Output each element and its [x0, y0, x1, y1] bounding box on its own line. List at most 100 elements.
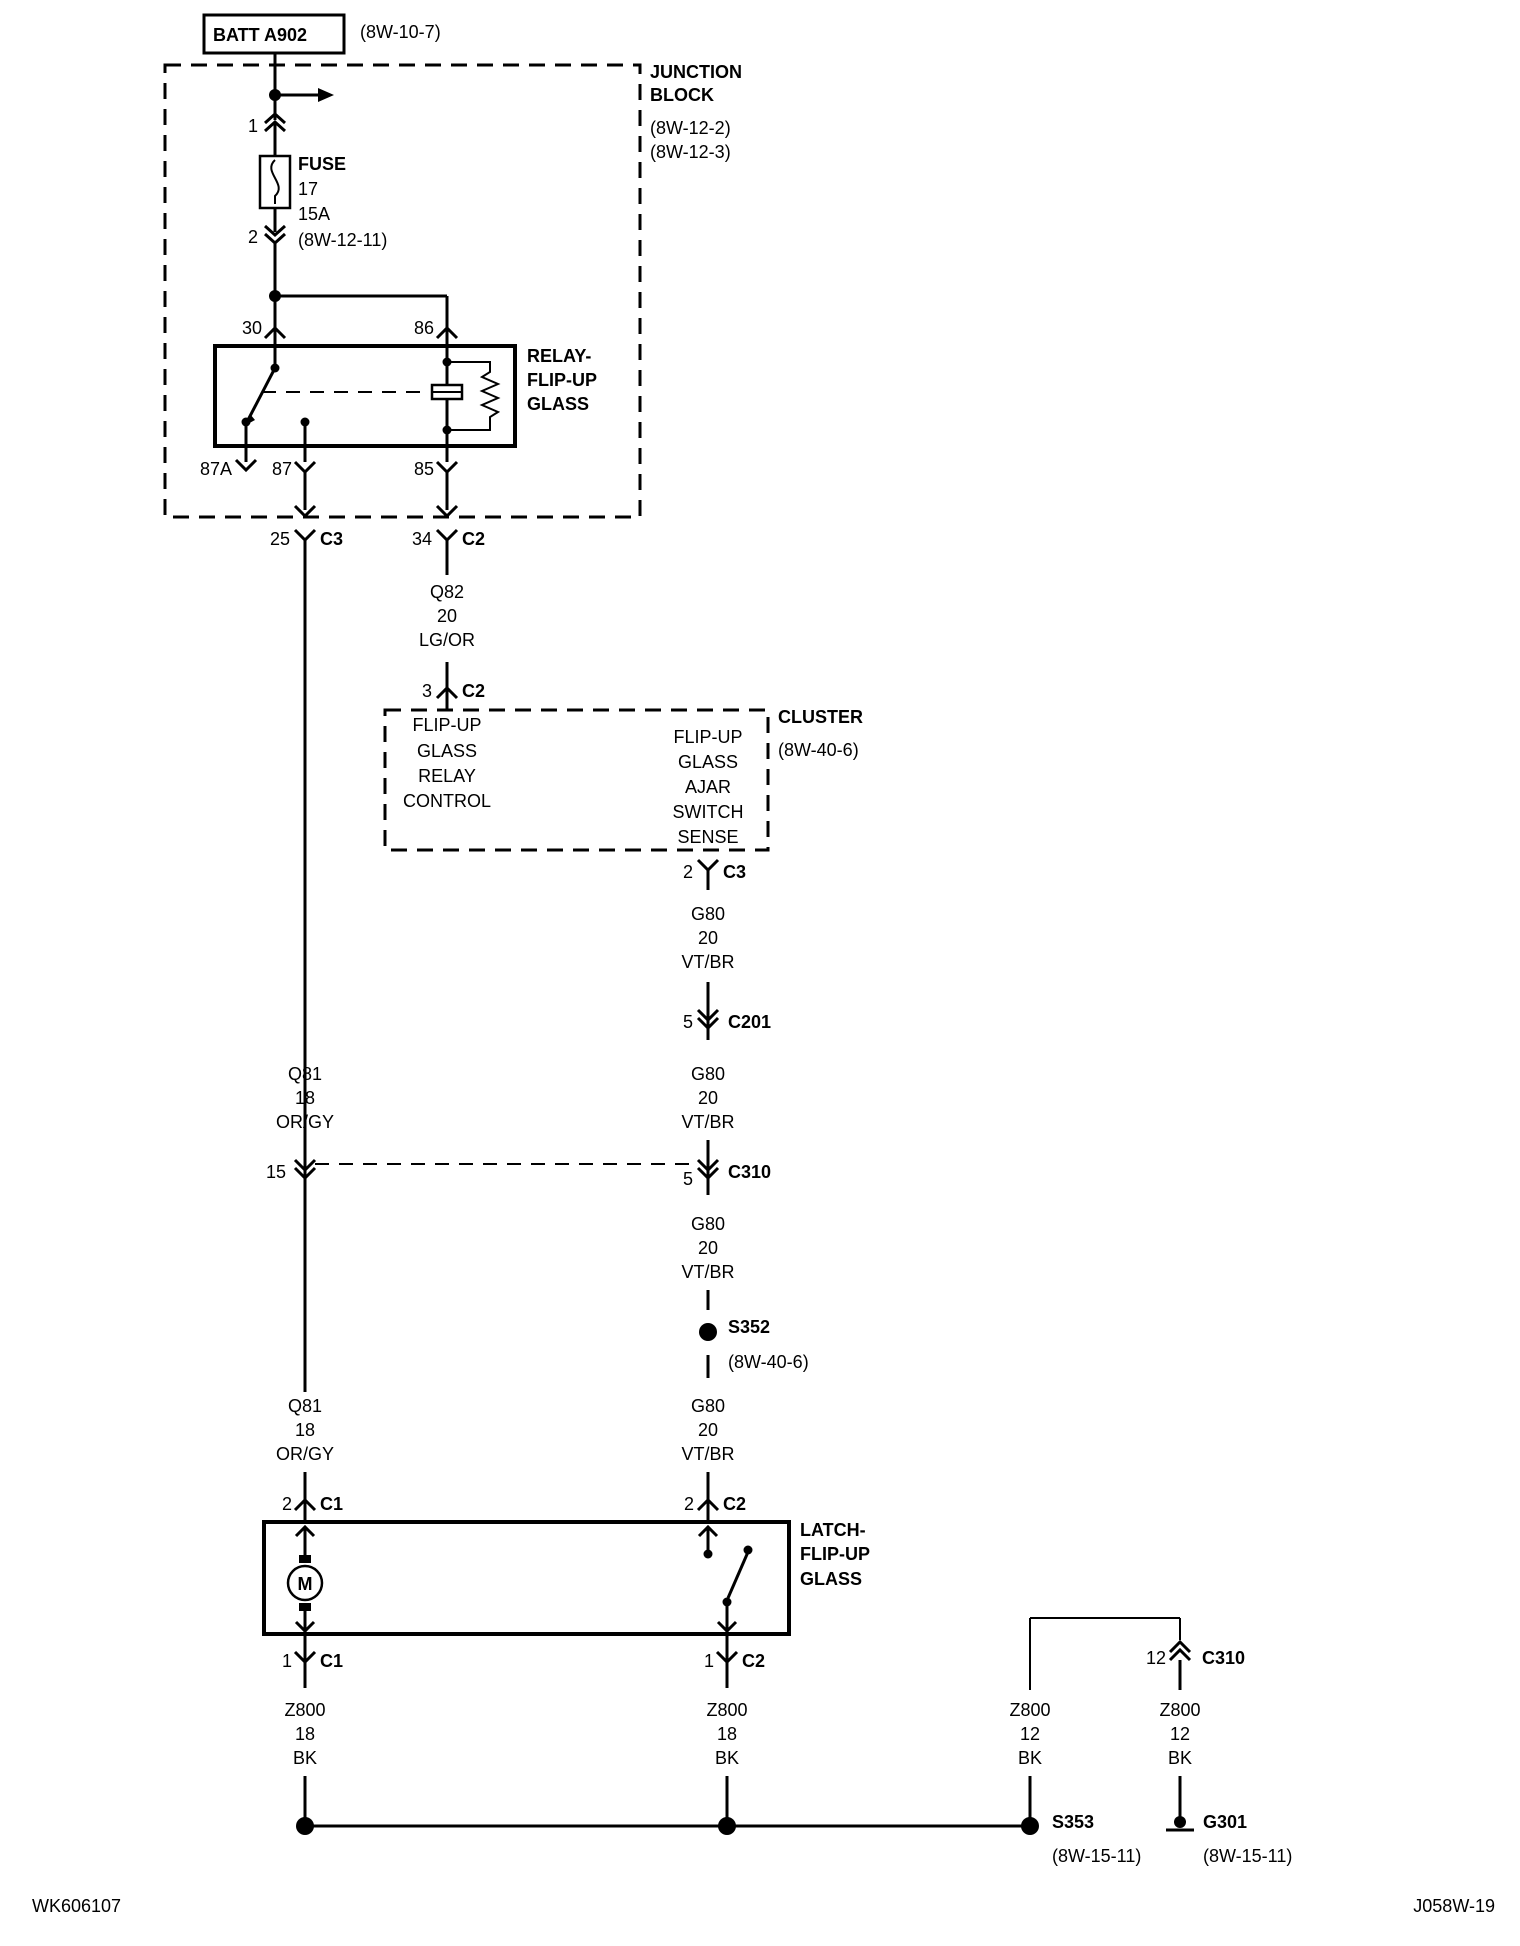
wire-g80-gauge-1: 20: [698, 928, 718, 948]
c201-pin: 5: [683, 1012, 693, 1032]
wire-z800-12-gauge-2: 12: [1170, 1724, 1190, 1744]
cluster-out-conn: C3: [723, 862, 746, 882]
ground-splice-left: [296, 1817, 314, 1835]
g301-ref: (8W-15-11): [1203, 1846, 1292, 1866]
cluster-in-conn: C2: [462, 681, 485, 701]
cluster-left-2: GLASS: [417, 741, 477, 761]
relay-box: [213, 344, 517, 448]
wire-q81-circuit-1: Q81: [288, 1064, 322, 1084]
wire-z800-12-color-2: BK: [1168, 1748, 1192, 1768]
cluster-right-1: FLIP-UP: [673, 727, 742, 747]
motor-label: M: [298, 1574, 313, 1594]
wire-g80-gauge-2: 20: [698, 1088, 718, 1108]
relay-pin-87a: 87A: [200, 459, 232, 479]
latch-c2-bot-name: C2: [742, 1651, 765, 1671]
fuse-pin-in: 1: [248, 116, 258, 136]
motor-icon: [286, 1564, 324, 1602]
relay-pin-86: 86: [414, 318, 434, 338]
c310-pin-gnd: 12: [1146, 1648, 1166, 1668]
fuse-number: 17: [298, 179, 318, 199]
s352-ref: (8W-40-6): [728, 1352, 809, 1372]
battery-label: BATT A902: [213, 25, 307, 45]
junction-block-ref-2: (8W-12-3): [650, 142, 731, 162]
wire-q82-gauge: 20: [437, 606, 457, 626]
wire-z800-18-circuit-1: Z800: [284, 1700, 325, 1720]
wire-g80-color-4: VT/BR: [681, 1444, 734, 1464]
wire-g80-circuit-4: G80: [691, 1396, 725, 1416]
s352-name: S352: [728, 1317, 770, 1337]
wire-g80-color-3: VT/BR: [681, 1262, 734, 1282]
cluster-right-2: GLASS: [678, 752, 738, 772]
c310-pin-g80: 5: [683, 1169, 693, 1189]
relay-name-3: GLASS: [527, 394, 589, 414]
fuse-pin-out: 2: [248, 227, 258, 247]
c201-name: C201: [728, 1012, 771, 1032]
wire-q82-circuit: Q82: [430, 582, 464, 602]
wire-g80-color-1: VT/BR: [681, 952, 734, 972]
cluster-right-5: SENSE: [677, 827, 738, 847]
c310-name-gnd: C310: [1202, 1648, 1245, 1668]
ajar-switch-arm: [726, 1551, 750, 1599]
wire-z800-12-color-1: BK: [1018, 1748, 1042, 1768]
wire-q81-circuit-2: Q81: [288, 1396, 322, 1416]
relay-pin-30: 30: [242, 318, 262, 338]
cluster-left-1: FLIP-UP: [412, 715, 481, 735]
jb-c2-pin: 34: [412, 529, 432, 549]
latch-c2-top-pin: 2: [684, 1494, 694, 1514]
battery-ref: (8W-10-7): [360, 22, 441, 42]
s353-name: S353: [1052, 1812, 1094, 1832]
jb-c3-name: C3: [320, 529, 343, 549]
latch-c2-bot-pin: 1: [704, 1651, 714, 1671]
wire-z800-18-gauge-2: 18: [717, 1724, 737, 1744]
junction-block-name-1: JUNCTION: [650, 62, 742, 82]
wire-z800-12-gauge-1: 12: [1020, 1724, 1040, 1744]
cluster-right-3: AJAR: [685, 777, 731, 797]
cluster-out-pin: 2: [683, 862, 693, 882]
cluster-in-pin: 3: [422, 681, 432, 701]
fuse-rating: 15A: [298, 204, 330, 224]
c310-name: C310: [728, 1162, 771, 1182]
jb-c3-pin: 25: [270, 529, 290, 549]
battery-continuation-arrow: [318, 88, 334, 102]
c310-pin-q81: 15: [266, 1162, 286, 1182]
cluster-left-4: CONTROL: [403, 791, 491, 811]
latch-name-3: GLASS: [800, 1569, 862, 1589]
wire-q82-color: LG/OR: [419, 630, 475, 650]
wire-q81-color-1: OR/GY: [276, 1112, 334, 1132]
latch-box: [262, 1520, 791, 1636]
relay-name-2: FLIP-UP: [527, 370, 597, 390]
wire-g80-circuit-2: G80: [691, 1064, 725, 1084]
wire-z800-12-circuit-1: Z800: [1009, 1700, 1050, 1720]
fuse-ref: (8W-12-11): [298, 230, 387, 250]
s352-splice: [699, 1323, 717, 1341]
latch-c2-top-name: C2: [723, 1494, 746, 1514]
wire-z800-18-color-2: BK: [715, 1748, 739, 1768]
wire-g80-circuit-3: G80: [691, 1214, 725, 1234]
wire-g80-gauge-3: 20: [698, 1238, 718, 1258]
latch-name-2: FLIP-UP: [800, 1544, 870, 1564]
wire-q81-gauge-1: 18: [295, 1088, 315, 1108]
latch-c1-bot-pin: 1: [282, 1651, 292, 1671]
wire-g80-color-2: VT/BR: [681, 1112, 734, 1132]
cluster-ref: (8W-40-6): [778, 740, 859, 760]
latch-name-1: LATCH-: [800, 1520, 866, 1540]
relay-name-1: RELAY-: [527, 346, 591, 366]
latch-c1-top-pin: 2: [282, 1494, 292, 1514]
wire-g80-circuit-1: G80: [691, 904, 725, 924]
wire-g80-gauge-4: 20: [698, 1420, 718, 1440]
junction-block-name-2: BLOCK: [650, 85, 714, 105]
wire-z800-18-gauge-1: 18: [295, 1724, 315, 1744]
cluster-name: CLUSTER: [778, 707, 863, 727]
latch-c1-top-name: C1: [320, 1494, 343, 1514]
wire-z800-18-circuit-2: Z800: [706, 1700, 747, 1720]
cluster-left-3: RELAY: [418, 766, 476, 786]
wire-q81-color-2: OR/GY: [276, 1444, 334, 1464]
relay-pin-87: 87: [272, 459, 292, 479]
relay-pin-85: 85: [414, 459, 434, 479]
junction-block-ref-1: (8W-12-2): [650, 118, 731, 138]
footer-left-id: WK606107: [32, 1896, 121, 1916]
junction-block-outline: [163, 63, 642, 519]
cluster-right-4: SWITCH: [673, 802, 744, 822]
footer-right-id: J058W-19: [1413, 1896, 1495, 1916]
